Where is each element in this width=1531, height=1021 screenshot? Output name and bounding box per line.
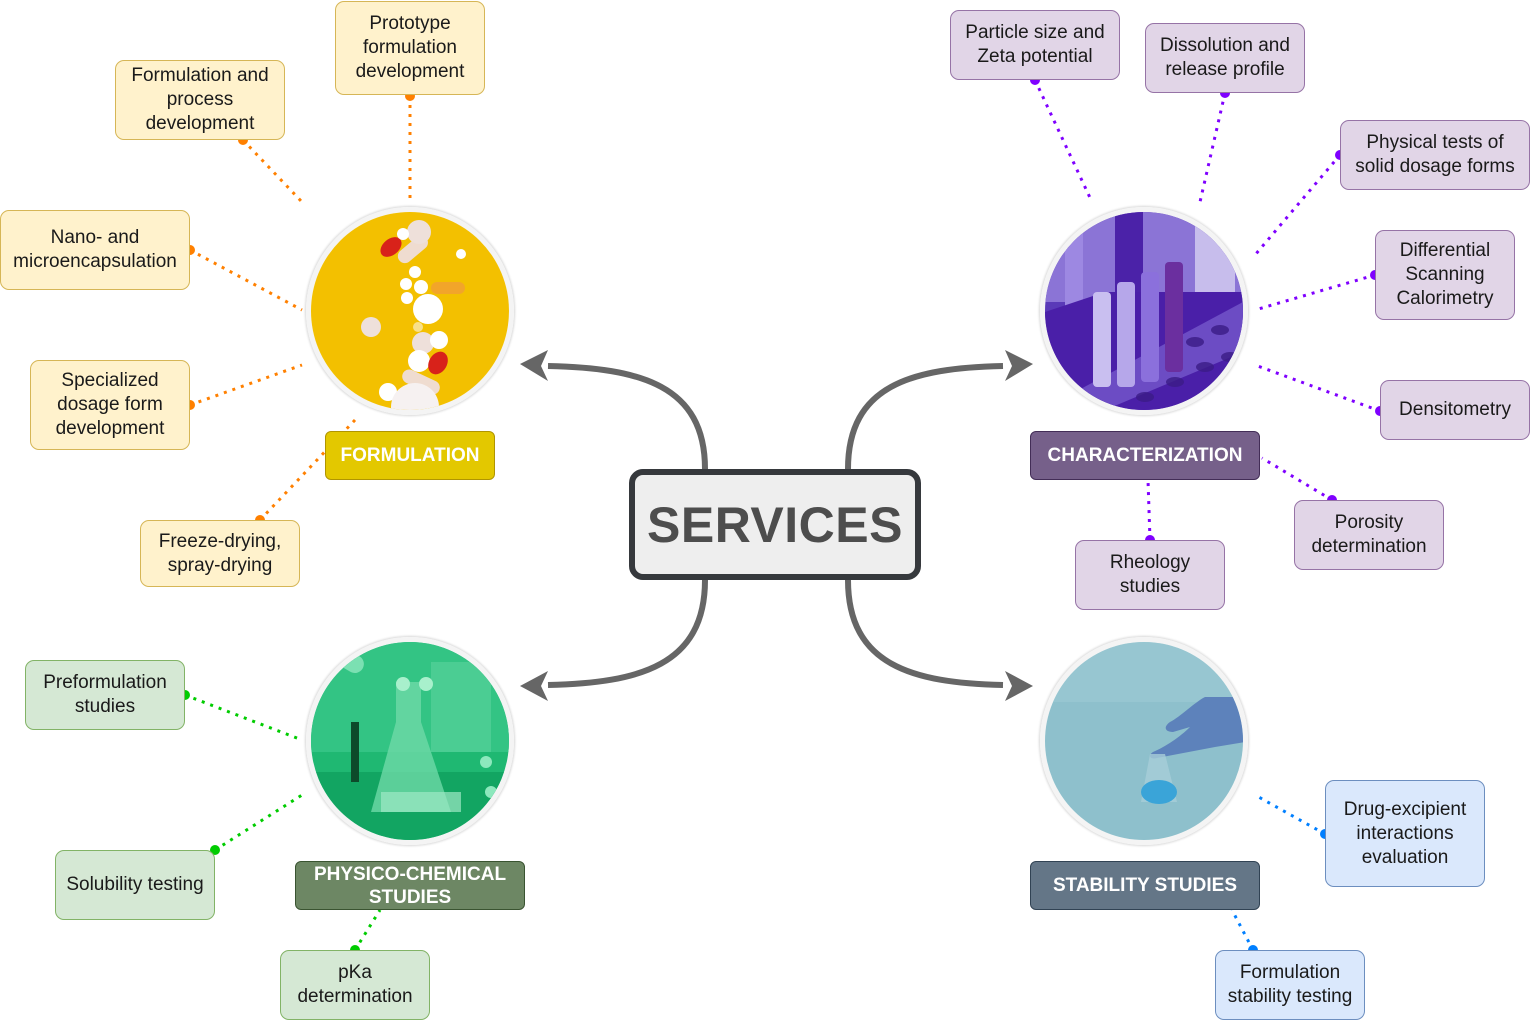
link-dsc [1254, 273, 1376, 312]
characterization-item-physical-tests[interactable]: Physical tests of solid dosage forms [1340, 120, 1530, 190]
category-stability-label: STABILITY STUDIES [1052, 875, 1238, 896]
category-physico-chemical-label: PHYSICO-CHEMICAL STUDIES [313, 863, 507, 908]
characterization-image [1040, 207, 1248, 415]
link-encapsulation [189, 248, 303, 312]
arrowhead-formulation-icon [520, 350, 548, 381]
leaf-label: Specialized dosage form development [55, 370, 165, 439]
link-physical-tests [1253, 154, 1342, 256]
link-pka [353, 909, 382, 951]
arrow-to-formulation [547, 363, 708, 470]
leaf-label: Differential Scanning Calorimetry [1396, 240, 1494, 309]
leaf-label: Solubility testing [66, 874, 204, 895]
formulation-image [306, 207, 514, 415]
leaf-label: Densitometry [1399, 399, 1511, 420]
link-formulation-stability [1230, 909, 1255, 951]
link-dissolution [1198, 92, 1227, 203]
leaf-label: pKa determination [297, 962, 413, 1007]
link-porosity [1261, 456, 1333, 502]
characterization-item-dissolution[interactable]: Dissolution and release profile [1145, 23, 1305, 93]
link-specialized [189, 363, 303, 407]
physico-item-solubility[interactable]: Solubility testing [55, 850, 215, 920]
stability-image [1040, 637, 1248, 845]
leaf-label: Porosity determination [1311, 512, 1427, 557]
category-physico-chemical[interactable]: PHYSICO-CHEMICAL STUDIES [295, 861, 525, 910]
arrow-to-stability [845, 579, 1004, 688]
leaf-label: Dissolution and release profile [1160, 35, 1290, 80]
link-process [241, 138, 304, 204]
characterization-item-densitometry[interactable]: Densitometry [1380, 380, 1530, 440]
arrowhead-stability-icon [1005, 671, 1033, 701]
formulation-item-process[interactable]: Formulation and process development [115, 60, 285, 140]
leaf-label: Freeze-drying, spray-drying [158, 530, 282, 576]
characterization-item-particle-size[interactable]: Particle size and Zeta potential [950, 10, 1120, 80]
leaf-label: Drug-excipient interactions evaluation [1343, 798, 1467, 868]
physico-item-preformulation[interactable]: Preformulation studies [25, 660, 185, 730]
link-rheology [1146, 479, 1152, 541]
formulation-item-drying[interactable]: Freeze-drying, spray-drying [140, 520, 300, 587]
characterization-item-dsc[interactable]: Differential Scanning Calorimetry [1375, 230, 1515, 320]
arrow-to-characterization [845, 363, 1004, 470]
link-densitometry [1254, 363, 1381, 413]
physico-chemical-image [306, 637, 514, 845]
category-formulation[interactable]: FORMULATION [325, 431, 495, 480]
leaf-label: Formulation and process development [131, 65, 269, 134]
stability-item-drug-excipient[interactable]: Drug-excipient interactions evaluation [1325, 780, 1485, 887]
leaf-label: Preformulation studies [43, 672, 167, 717]
leaf-label: Particle size and Zeta potential [965, 22, 1105, 67]
category-characterization[interactable]: CHARACTERIZATION [1030, 431, 1260, 480]
arrowhead-physico-icon [520, 671, 548, 701]
formulation-item-encapsulation[interactable]: Nano- and microencapsulation [0, 210, 190, 290]
category-stability[interactable]: STABILITY STUDIES [1030, 861, 1260, 910]
formulation-item-specialized[interactable]: Specialized dosage form development [30, 360, 190, 450]
leaf-label: Formulation stability testing [1227, 962, 1353, 1007]
link-drug-excipient [1254, 793, 1326, 836]
arrowhead-characterization-icon [1005, 350, 1033, 381]
physico-item-pka[interactable]: pKa determination [280, 950, 430, 1020]
leaf-label: Rheology studies [1109, 552, 1191, 597]
category-characterization-label: CHARACTERIZATION [1047, 445, 1243, 466]
services-title: SERVICES [647, 496, 903, 553]
leaf-label: Physical tests of solid dosage forms [1355, 132, 1515, 177]
services-center-node[interactable]: SERVICES [629, 469, 921, 580]
characterization-item-rheology[interactable]: Rheology studies [1075, 540, 1225, 610]
leaf-label: Prototype formulation development [355, 13, 465, 82]
stability-item-formulation-stability[interactable]: Formulation stability testing [1215, 950, 1365, 1020]
category-formulation-label: FORMULATION [340, 445, 480, 466]
formulation-item-prototype[interactable]: Prototype formulation development [335, 1, 485, 95]
leaf-label: Nano- and microencapsulation [13, 227, 177, 272]
arrow-to-physico [547, 579, 708, 688]
link-solubility [214, 793, 303, 852]
link-particle-size [1033, 79, 1094, 203]
link-preformulation [184, 693, 303, 742]
characterization-item-porosity[interactable]: Porosity determination [1294, 500, 1444, 570]
